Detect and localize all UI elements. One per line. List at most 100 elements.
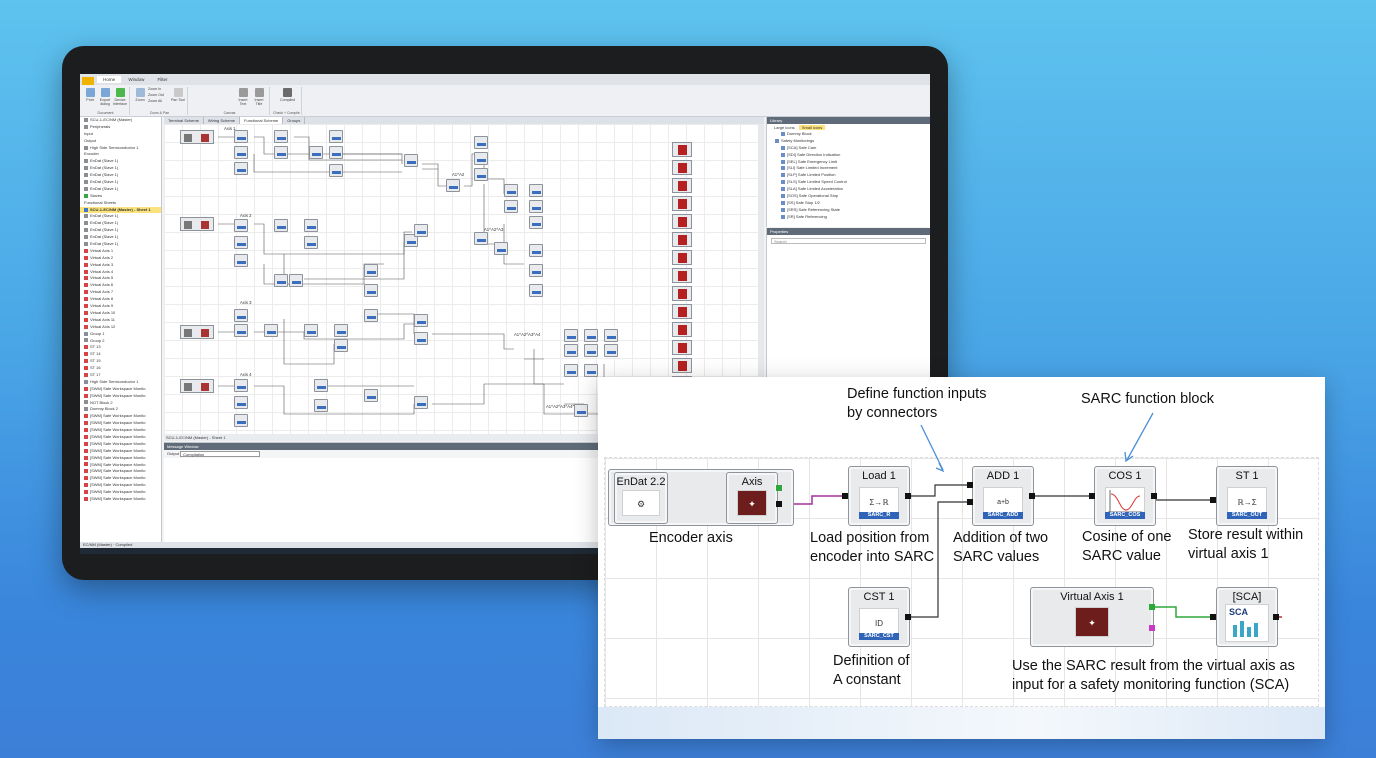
function-block[interactable]	[404, 154, 418, 167]
tree-item[interactable]: EnDat (Slave 1)	[80, 220, 161, 227]
tree-item[interactable]: Functional Sheets	[80, 200, 161, 207]
function-block[interactable]	[446, 179, 460, 192]
function-block[interactable]	[309, 146, 323, 159]
zoom-out-button[interactable]: Zoom Out	[148, 93, 170, 97]
print-button[interactable]: Print	[83, 88, 97, 102]
function-block[interactable]	[304, 219, 318, 232]
function-block[interactable]	[364, 389, 378, 402]
tree-item[interactable]: [SWM] Safe Workspace Monito	[80, 462, 161, 469]
sca-output-port[interactable]	[1273, 614, 1279, 620]
function-block[interactable]	[234, 324, 248, 337]
library-item[interactable]: [SRS] Safe Referencing State	[767, 207, 930, 214]
safety-monitor-block[interactable]	[672, 268, 692, 283]
library-item[interactable]: Dummy Block	[767, 131, 930, 138]
function-block[interactable]	[274, 130, 288, 143]
tree-item[interactable]: [SWM] Safe Workspace Monito	[80, 448, 161, 455]
function-block[interactable]	[234, 146, 248, 159]
properties-search-input[interactable]: Search	[771, 238, 926, 244]
function-block[interactable]	[274, 219, 288, 232]
zoom-all-button[interactable]: Zoom All	[148, 99, 170, 103]
function-block[interactable]	[494, 242, 508, 255]
tree-item[interactable]: Slaves	[80, 193, 161, 200]
tree-item[interactable]: [SWM] Safe Workspace Monito	[80, 386, 161, 393]
tree-item[interactable]: [SWM] Safe Workspace Monito	[80, 489, 161, 496]
function-block[interactable]	[504, 184, 518, 197]
add-block[interactable]: ADD 1 a+b SARC_ADD	[972, 466, 1034, 526]
tree-item[interactable]: [SWM] Safe Workspace Monito	[80, 475, 161, 482]
function-block[interactable]	[584, 364, 598, 377]
tab-wiring-scheme[interactable]: Wiring Scheme	[204, 117, 241, 124]
st-block[interactable]: ST 1 ℝ→Σ SARC_OUT	[1216, 466, 1278, 526]
tree-item[interactable]: Group 1	[80, 331, 161, 338]
function-block[interactable]	[414, 224, 428, 237]
library-item[interactable]: Safety Monitorings	[767, 138, 930, 145]
tree-item[interactable]: Input	[80, 131, 161, 138]
tree-item[interactable]: [SWM] Safe Workspace Monito	[80, 482, 161, 489]
library-item[interactable]: [SS] Safe Stop 1/2	[767, 200, 930, 207]
function-block[interactable]	[234, 162, 248, 175]
tree-item[interactable]: EnDat (Slave 1)	[80, 179, 161, 186]
function-block[interactable]	[334, 324, 348, 337]
safety-monitor-block[interactable]	[672, 196, 692, 211]
encoder-block[interactable]	[180, 217, 214, 231]
tree-item[interactable]: Virtual Axis 3	[80, 262, 161, 269]
load-block[interactable]: Load 1 Σ→ℝ SARC_R	[848, 466, 910, 526]
tree-item[interactable]: SCU-1-EC/NM (Master)	[80, 117, 161, 124]
tree-item[interactable]: [SWM] Safe Workspace Monito	[80, 441, 161, 448]
tree-item[interactable]: EnDat (Slave 1)	[80, 227, 161, 234]
function-block[interactable]	[604, 344, 618, 357]
function-block[interactable]	[414, 314, 428, 327]
axis-block[interactable]: Axis ✦	[726, 472, 778, 524]
add-input-port[interactable]	[967, 499, 973, 505]
add-input-port[interactable]	[967, 482, 973, 488]
sca-input-port[interactable]	[1210, 614, 1216, 620]
function-block[interactable]	[414, 396, 428, 409]
tree-item[interactable]: Virtual Axis 11	[80, 317, 161, 324]
safety-monitor-block[interactable]	[672, 304, 692, 319]
tree-item[interactable]: Virtual Axis 12	[80, 324, 161, 331]
function-block[interactable]	[274, 274, 288, 287]
menu-home[interactable]: Home	[97, 76, 122, 83]
library-item[interactable]: [SLI] Safe Limited Increment	[767, 165, 930, 172]
tree-item[interactable]: Virtual Axis 7	[80, 289, 161, 296]
encoder-block[interactable]	[180, 379, 214, 393]
function-block[interactable]	[414, 332, 428, 345]
tree-item[interactable]: Peripherals	[80, 124, 161, 131]
canvas-scrollbar[interactable]	[758, 124, 764, 434]
menu-window[interactable]: Window	[128, 77, 145, 82]
tree-item[interactable]: ST 15	[80, 358, 161, 365]
function-block[interactable]	[329, 164, 343, 177]
virtual-axis-output-port[interactable]	[1149, 604, 1155, 610]
tree-item[interactable]: Virtual Axis 2	[80, 255, 161, 262]
tree-item[interactable]: Output	[80, 138, 161, 145]
function-block[interactable]	[474, 152, 488, 165]
pan-tool-button[interactable]: Pan Tool	[171, 88, 185, 102]
tree-item[interactable]: [SWM] Safe Workspace Monito	[80, 420, 161, 427]
tree-item[interactable]: Virtual Axis 1	[80, 248, 161, 255]
load-input-port[interactable]	[842, 493, 848, 499]
library-item[interactable]: [SOS] Safe Operational Stop	[767, 193, 930, 200]
output-select[interactable]: Compilation	[180, 450, 261, 457]
safety-monitor-block[interactable]	[672, 358, 692, 373]
cos-output-port[interactable]	[1151, 493, 1157, 499]
function-block[interactable]	[604, 329, 618, 342]
compiled-button[interactable]: Compiled	[280, 88, 295, 102]
axis-output-port[interactable]	[776, 501, 782, 507]
safety-monitor-block[interactable]	[672, 286, 692, 301]
function-block[interactable]	[234, 379, 248, 392]
function-block[interactable]	[364, 284, 378, 297]
function-block[interactable]	[564, 329, 578, 342]
tree-item[interactable]: EnDat (Slave 1)	[80, 158, 161, 165]
tree-item[interactable]: Virtual Axis 4	[80, 269, 161, 276]
sca-block[interactable]: [SCA] Safe... SCA	[1216, 587, 1278, 647]
sheet-name-tab[interactable]: SCU-1-EC/NM (Master) - Sheet 1	[164, 434, 764, 441]
library-item[interactable]: [SLP] Safe Limited Position	[767, 172, 930, 179]
safety-monitor-block[interactable]	[672, 322, 692, 337]
function-block[interactable]	[564, 344, 578, 357]
tree-item[interactable]: EnDat (Slave 1)	[80, 213, 161, 220]
tree-item[interactable]: Virtual Axis 8	[80, 296, 161, 303]
function-block[interactable]	[304, 236, 318, 249]
functional-scheme-canvas[interactable]: Axis 1 Axis 2 Axis 3 Axis 4 A1^A2 A1^A2^…	[164, 124, 758, 434]
endat-block[interactable]: EnDat 2.2 ⚙	[614, 472, 668, 524]
function-block[interactable]	[234, 254, 248, 267]
